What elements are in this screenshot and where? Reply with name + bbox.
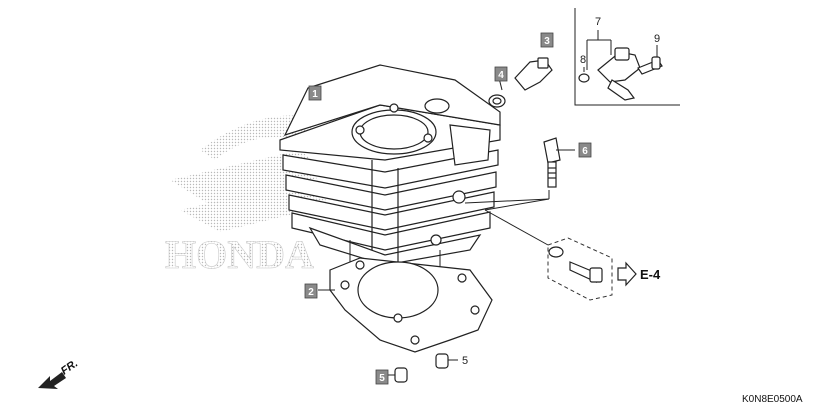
- label-9: 9: [654, 33, 660, 45]
- callout-1: 1: [308, 85, 322, 101]
- svg-text:3: 3: [544, 36, 550, 47]
- cylinder-gasket: [329, 257, 493, 353]
- inset-box: [574, 8, 680, 106]
- callout-3: 3: [540, 32, 554, 48]
- svg-text:4: 4: [498, 70, 504, 81]
- dowel-pins: [394, 353, 449, 383]
- label-7: 7: [595, 16, 601, 28]
- label-8: 8: [580, 54, 586, 66]
- cylinder-block: [279, 64, 501, 266]
- sensor-part: [488, 57, 553, 108]
- svg-text:2: 2: [308, 287, 314, 298]
- reference-arrow-icon: [617, 261, 637, 287]
- reference-label: E-4: [640, 267, 661, 282]
- diagram-code: K0N8E0500A: [742, 394, 803, 405]
- o-ring: [578, 73, 590, 83]
- leader-lines: [318, 65, 575, 376]
- svg-text:5: 5: [379, 373, 385, 384]
- callout-2: 2: [304, 283, 318, 299]
- cylinder-bolt: [543, 137, 561, 188]
- reference-box: E-4: [547, 237, 661, 301]
- svg-text:1: 1: [312, 89, 318, 100]
- callout-4: 4: [494, 66, 508, 82]
- svg-text:6: 6: [582, 146, 588, 157]
- callouts: 1 2 3 4 5 6: [304, 32, 592, 385]
- callout-6: 6: [578, 142, 592, 158]
- dowel-pin-left: [394, 367, 408, 383]
- sealing-washer: [548, 246, 564, 258]
- watermark-text: HONDA: [165, 232, 314, 277]
- front-arrow-icon: [38, 372, 66, 389]
- dowel-pin-right: [435, 353, 449, 369]
- callout-5: 5: [375, 369, 389, 385]
- front-direction: FR.: [38, 357, 80, 389]
- label-5: 5: [462, 355, 468, 367]
